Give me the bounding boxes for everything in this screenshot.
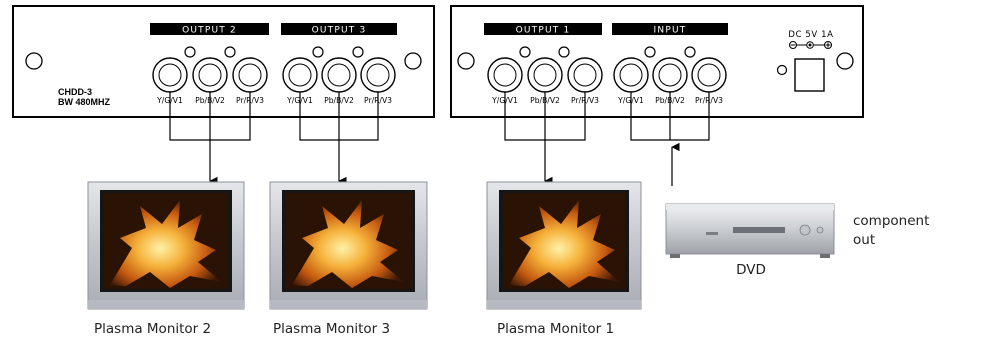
rca-jack-icon[interactable] [321,57,357,93]
right-unit-panel: OUTPUT 1 Y/G/V1 Pb/B/V2 Pr/R/V3 INPUT Y/… [450,5,864,118]
rca-jack-icon[interactable] [613,57,649,93]
dc-power-section: DC 5V 1A [776,30,833,92]
mount-hole-icon [457,52,475,70]
wiring [169,92,710,186]
rca-jack-icon[interactable] [282,57,318,93]
dvd-player [665,203,835,258]
input-label: INPUT [654,26,687,36]
model-label: CHDD-3 [58,87,92,97]
output-3-label: OUTPUT 3 [312,26,367,36]
rca-jack-icon[interactable] [360,57,396,93]
polarity-icon [789,41,832,49]
monitor-3-caption: Plasma Monitor 3 [273,321,390,337]
monitor-1-caption: Plasma Monitor 1 [497,321,614,337]
rca-jack-icon[interactable] [567,57,603,93]
rca-jack-icon[interactable] [652,57,688,93]
plasma-monitor-1 [486,181,642,310]
dvd-caption: DVD [736,262,766,278]
fire-image-icon [292,200,404,288]
mount-hole-icon [836,52,854,70]
plasma-monitor-3 [269,181,428,310]
rca-jack-icon[interactable] [527,57,563,93]
power-led-icon [776,64,788,76]
dc-power-label: DC 5V 1A [788,30,833,40]
disc-tray-icon [733,227,785,233]
mount-hole-icon [404,52,422,70]
rca-jack-icon[interactable] [152,57,188,93]
dc-jack-icon[interactable] [794,58,825,92]
rca-jack-icon[interactable] [691,57,727,93]
rca-jack-icon[interactable] [487,57,523,93]
plasma-monitor-2 [87,181,245,310]
rca-jack-icon[interactable] [232,57,268,93]
component-out-caption-line2: out [853,232,875,248]
fire-image-icon [110,200,222,288]
monitor-2-caption: Plasma Monitor 2 [94,321,211,337]
output-2-label: OUTPUT 2 [182,26,237,36]
rca-jack-icon[interactable] [192,57,228,93]
fire-image-icon [509,200,620,288]
bandwidth-label: BW 480MHZ [58,97,111,107]
left-unit-panel: CHDD-3 BW 480MHZ OUTPUT 2 Y/G/V1 Pb/B/V2… [12,5,435,118]
output-1-label: OUTPUT 1 [516,26,571,36]
component-out-caption: component [853,213,929,229]
mount-hole-icon [25,52,43,70]
